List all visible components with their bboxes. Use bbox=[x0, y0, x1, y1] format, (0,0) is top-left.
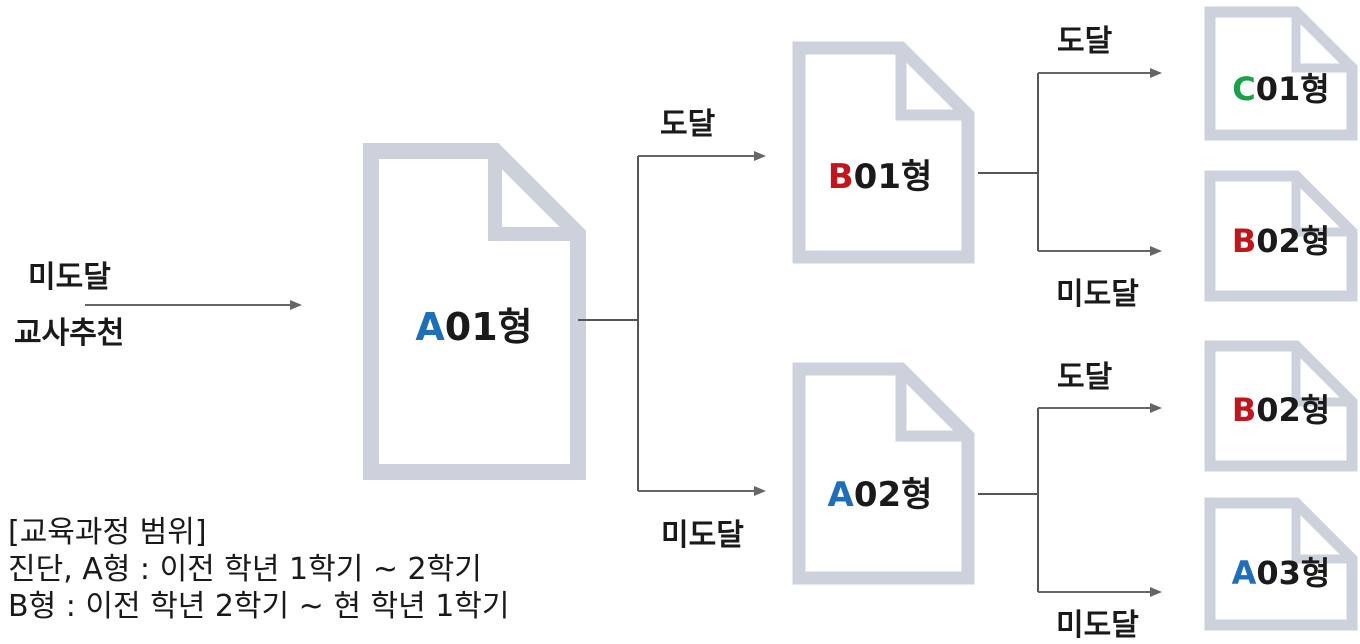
doc-b01: B01형 bbox=[792, 41, 975, 264]
edge-b01-notreach: 미도달 bbox=[1056, 277, 1139, 312]
doc-c01-rest: 01형 bbox=[1256, 70, 1330, 108]
doc-b01-label: B01형 bbox=[828, 157, 933, 197]
doc-a02: A02형 bbox=[792, 362, 975, 585]
doc-a01: A01형 bbox=[363, 143, 586, 480]
doc-b02-top-prefix: B bbox=[1232, 222, 1256, 260]
doc-b02-top-label: B02형 bbox=[1232, 222, 1330, 260]
input-label-not-reached: 미도달 bbox=[28, 260, 111, 295]
legend-title: [교육과정 범위] bbox=[8, 515, 207, 550]
doc-a02-prefix: A bbox=[828, 475, 855, 515]
doc-b02-bottom-rest: 02형 bbox=[1256, 391, 1330, 429]
edge-b01-reach: 도달 bbox=[1057, 24, 1113, 59]
legend-line-diagnosis-a: 진단, A형 : 이전 학년 1학기 ~ 2학기 bbox=[8, 552, 482, 587]
branch-b01 bbox=[978, 68, 1162, 256]
edge-a02-notreach: 미도달 bbox=[1056, 608, 1139, 643]
input-label-teacher-recommend: 교사추천 bbox=[14, 316, 124, 351]
doc-c01: C01형 bbox=[1204, 6, 1358, 141]
branch-a02 bbox=[978, 403, 1162, 597]
doc-b01-prefix: B bbox=[828, 157, 854, 197]
doc-b01-rest: 01형 bbox=[854, 157, 933, 197]
doc-a03-rest: 03형 bbox=[1256, 554, 1330, 592]
edge-a01-reach: 도달 bbox=[660, 107, 716, 142]
branch-a01 bbox=[578, 151, 766, 496]
doc-c01-prefix: C bbox=[1232, 70, 1255, 108]
doc-a01-rest: 01형 bbox=[445, 305, 533, 349]
doc-a02-label: A02형 bbox=[828, 475, 933, 515]
curriculum-scope-legend: [교육과정 범위] 진단, A형 : 이전 학년 1학기 ~ 2학기 B형 : … bbox=[8, 514, 510, 625]
doc-b02-bottom-label: B02형 bbox=[1232, 391, 1330, 429]
doc-b02-bottom: B02형 bbox=[1204, 340, 1358, 472]
doc-a01-prefix: A bbox=[415, 305, 445, 349]
doc-a03: A03형 bbox=[1204, 497, 1358, 631]
doc-a02-rest: 02형 bbox=[854, 475, 933, 515]
edge-a01-notreach: 미도달 bbox=[661, 518, 744, 553]
doc-b02-top: B02형 bbox=[1204, 170, 1358, 302]
doc-a01-label: A01형 bbox=[415, 305, 532, 349]
doc-b02-bottom-prefix: B bbox=[1232, 391, 1256, 429]
legend-line-b: B형 : 이전 학년 2학기 ~ 현 학년 1학기 bbox=[8, 589, 510, 624]
doc-a03-prefix: A bbox=[1232, 554, 1257, 592]
doc-b02-top-rest: 02형 bbox=[1256, 222, 1330, 260]
doc-a03-label: A03형 bbox=[1232, 554, 1331, 592]
doc-c01-label: C01형 bbox=[1232, 70, 1329, 108]
edge-a02-reach: 도달 bbox=[1057, 360, 1113, 395]
